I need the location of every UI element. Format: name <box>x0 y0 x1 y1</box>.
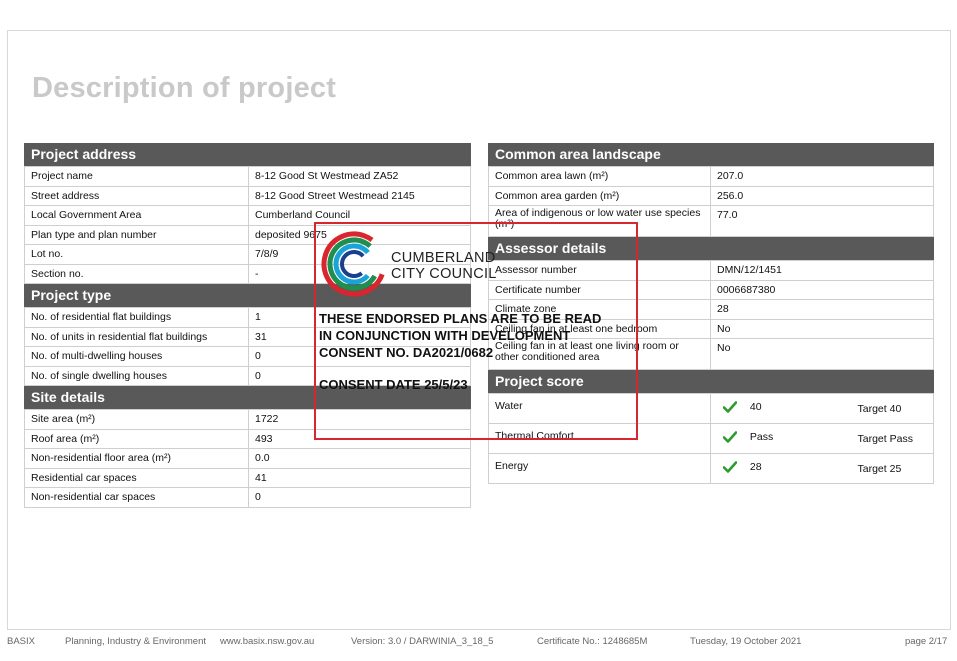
row-label: Roof area (m²) <box>24 428 249 449</box>
row-value: 41 <box>248 467 471 488</box>
score-target: Target 25 <box>851 453 934 484</box>
row-label: Residential car spaces <box>24 467 249 488</box>
row-label: Common area lawn (m²) <box>488 166 711 187</box>
row-value: Cumberland Council <box>248 205 471 226</box>
table-row: Common area lawn (m²)207.0 <box>488 166 934 187</box>
row-label: No. of units in residential flat buildin… <box>24 326 249 347</box>
section-header-project-address: Project address <box>24 143 471 166</box>
common-area-landscape-table: Common area lawn (m²)207.0 Common area g… <box>488 166 934 237</box>
checkmark-icon <box>723 460 737 473</box>
row-label: Ceiling fan in at least one bedroom <box>488 318 711 339</box>
footer-version: Version: 3.0 / DARWINIA_3_18_5 <box>351 636 494 647</box>
stamp-statement: THESE ENDORSED PLANS ARE TO BE READ IN C… <box>319 310 601 361</box>
table-row: Site area (m²)1722 <box>24 409 471 430</box>
footer-department: Planning, Industry & Environment <box>65 636 206 647</box>
table-row: Non-residential floor area (m²)0.0 <box>24 448 471 469</box>
row-label: Lot no. <box>24 244 249 265</box>
footer-page-number: page 2/17 <box>905 636 948 647</box>
row-value: 0 <box>248 365 471 386</box>
row-value: 8-12 Good St Westmead ZA52 <box>248 166 471 187</box>
row-value: 207.0 <box>710 166 934 187</box>
row-label: Energy <box>488 453 711 484</box>
row-value: 0006687380 <box>710 279 934 300</box>
section-header-site-details: Site details <box>24 386 471 409</box>
row-value: 28 <box>710 299 934 320</box>
score-cell: Pass <box>710 423 852 454</box>
table-row: Area of indigenous or low water use spec… <box>488 205 934 237</box>
table-row: Energy 28 Target 25 <box>488 453 934 484</box>
row-value: 77.0 <box>710 205 934 237</box>
table-row: Ceiling fan in at least one living room … <box>488 338 934 370</box>
section-header-project-score: Project score <box>488 370 934 393</box>
footer-date: Tuesday, 19 October 2021 <box>690 636 802 647</box>
row-label: Site area (m²) <box>24 409 249 430</box>
row-label: No. of multi-dwelling houses <box>24 346 249 367</box>
page-footer: BASIX Planning, Industry & Environment w… <box>7 636 951 650</box>
stamp-consent-date: CONSENT DATE 25/5/23 <box>319 377 468 392</box>
score-target: Target 40 <box>851 393 934 424</box>
row-label: Project name <box>24 166 249 187</box>
cumberland-council-logo-icon <box>321 231 387 297</box>
row-value: No <box>710 318 934 339</box>
row-value: DMN/12/1451 <box>710 260 934 281</box>
row-value: 0 <box>248 487 471 508</box>
row-label: Street address <box>24 185 249 206</box>
score-value: Pass <box>749 431 774 443</box>
stamp-line: IN CONJUNCTION WITH DEVELOPMENT <box>319 328 571 343</box>
score-cell: 40 <box>710 393 852 424</box>
row-value: No <box>710 338 934 370</box>
page-title: Description of project <box>32 72 337 104</box>
score-target: Target Pass <box>851 423 934 454</box>
footer-url[interactable]: www.basix.nsw.gov.au <box>220 636 315 647</box>
stamp-line: THESE ENDORSED PLANS ARE TO BE READ <box>319 311 602 326</box>
score-value: 40 <box>749 401 762 413</box>
stamp-organisation: CUMBERLAND CITY COUNCIL <box>391 250 497 282</box>
row-label: Non-residential floor area (m²) <box>24 448 249 469</box>
site-details-table: Site area (m²)1722 Roof area (m²)493 Non… <box>24 409 471 508</box>
checkmark-icon <box>723 400 737 413</box>
council-endorsement-stamp: CUMBERLAND CITY COUNCIL THESE ENDORSED P… <box>314 222 638 440</box>
stamp-line: CONSENT NO. DA2021/0682 <box>319 345 494 360</box>
footer-certificate: Certificate No.: 1248685M <box>537 636 648 647</box>
row-label: Section no. <box>24 263 249 284</box>
row-label: Area of indigenous or low water use spec… <box>488 205 711 237</box>
right-column: Common area landscape Common area lawn (… <box>488 143 934 484</box>
table-row: Common area garden (m²)256.0 <box>488 185 934 206</box>
row-value: 8-12 Good Street Westmead 2145 <box>248 185 471 206</box>
stamp-org-line: CUMBERLAND <box>391 250 496 266</box>
row-value: 256.0 <box>710 185 934 206</box>
footer-basix: BASIX <box>7 636 35 647</box>
row-label: Common area garden (m²) <box>488 185 711 206</box>
row-label: Non-residential car spaces <box>24 487 249 508</box>
checkmark-icon <box>723 430 737 443</box>
project-score-table: Water 40 Target 40 Thermal Comfort Pass … <box>488 393 934 484</box>
row-label: Plan type and plan number <box>24 224 249 245</box>
stamp-org-line: CITY COUNCIL <box>391 266 497 282</box>
section-header-common-area-landscape: Common area landscape <box>488 143 934 166</box>
row-label: Ceiling fan in at least one living room … <box>488 338 711 370</box>
row-label: No. of residential flat buildings <box>24 307 249 328</box>
table-row: Roof area (m²)493 <box>24 428 471 449</box>
score-value: 28 <box>749 461 762 473</box>
row-label: No. of single dwelling houses <box>24 365 249 386</box>
row-value: 0.0 <box>248 448 471 469</box>
row-label: Local Government Area <box>24 205 249 226</box>
score-cell: 28 <box>710 453 852 484</box>
section-header-assessor-details: Assessor details <box>488 237 934 260</box>
